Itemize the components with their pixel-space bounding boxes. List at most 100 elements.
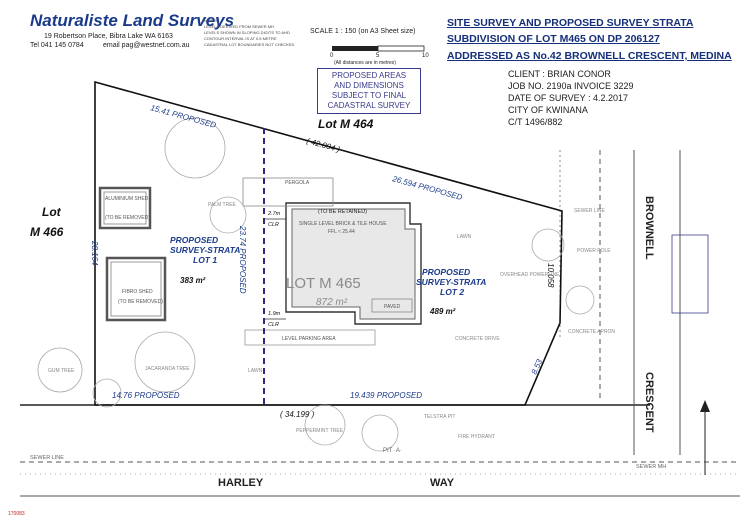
pergola	[242, 177, 334, 207]
paved-area	[371, 298, 413, 313]
dim-left: 28.164	[90, 240, 99, 266]
label-line: LOT 2	[440, 287, 464, 297]
scale-bar	[332, 45, 425, 52]
sewer-mh-label: SEWER MH	[636, 464, 666, 470]
note-line: CADASTRAL SURVEY	[327, 101, 411, 110]
fibro-shed	[105, 256, 167, 322]
road-crescent: CRESCENT	[643, 372, 655, 433]
label-line: PROPOSED	[170, 235, 218, 245]
shed-1-note: (TO BE REMOVED)	[105, 215, 150, 221]
north-arrow	[700, 400, 710, 475]
lot-m464-label: Lot M 464	[318, 117, 374, 131]
concrete-apron-label: CONCRETE APRON	[568, 329, 615, 335]
aluminium-shed	[98, 186, 152, 230]
clearance-top-label: CLR	[268, 222, 279, 228]
proposed-lot-1-label: PROPOSED SURVEY-STRATA LOT 1	[170, 235, 240, 265]
label-line: SURVEY-STRATA	[170, 245, 240, 255]
note-line: PROPOSED AREAS	[331, 71, 407, 80]
dim-top-b: 26.594 PROPOSED	[391, 174, 464, 202]
palm-tree-label: PALM TREE	[208, 202, 237, 208]
notes-heading: NOTES	[204, 18, 218, 23]
note-line: SUBJECT TO FINAL	[331, 91, 407, 100]
lot-m465-area: 872 m²	[316, 297, 348, 308]
power-pole-label: POWER POLE	[577, 248, 611, 254]
dim-bottom-b: 19.439 PROPOSED	[350, 391, 422, 400]
paved-label: PAVED	[384, 304, 401, 310]
dim-bottom-a: 14.76 PROPOSED	[112, 391, 180, 400]
note-line: AND DIMENSIONS	[334, 81, 404, 90]
lot-1-area: 383 m²	[180, 276, 206, 285]
notes-item: CADASTRAL LOT BOUNDARIES NOT CHECKED	[204, 42, 295, 47]
dim-middle: 23.74 PROPOSED	[238, 225, 247, 294]
scale-note: (All distances are in metres)	[334, 60, 396, 66]
clearance-bottom-label: CLR	[268, 322, 279, 328]
lot-m466-number: M 466	[30, 225, 64, 239]
clearance-bottom: 1.9m	[268, 311, 281, 317]
house-note: (TO BE RETAINED)	[318, 209, 367, 215]
sewer-line-label: SEWER LINE	[574, 208, 606, 214]
shed-1-name: ALUMINIUM SHED	[105, 196, 149, 202]
job-number: JOB NO. 2190a INVOICE 3229	[508, 81, 634, 91]
road-names: HARLEY WAY BROWNELL CRESCENT	[218, 196, 655, 489]
sewer-line-bottom-label: SEWER LINE	[30, 455, 64, 461]
proposed-areas-note: PROPOSED AREAS AND DIMENSIONS SUBJECT TO…	[317, 68, 421, 114]
jacaranda-tree-label: JACARANDA TREE	[145, 366, 190, 372]
title-line-3: ADDRESSED AS No.42 BROWNELL CRESCENT, ME…	[447, 50, 732, 62]
title-line-1: SITE SURVEY AND PROPOSED SURVEY STRATA	[447, 17, 694, 29]
house-floor-level: FFL ≈ 25.44	[328, 229, 355, 235]
clearance-top: 2.7m	[267, 211, 281, 217]
shed-2-name: FIBRO SHED	[122, 289, 153, 295]
firm-name: Naturaliste Land Surveys	[30, 11, 235, 30]
road-harley: HARLEY	[218, 477, 264, 489]
site-features: LAWN LAWN CONCRETE DRIVE CONCRETE APRON …	[48, 202, 615, 454]
city: CITY OF KWINANA	[508, 105, 588, 115]
parking-label: LEVEL PARKING AREA	[282, 336, 336, 342]
notes-block: NOTES LEVELS DERIVED FROM SEWER MH LEVEL…	[204, 18, 294, 48]
parking-area	[244, 329, 376, 346]
dim-bottom-total: ( 34.199 )	[280, 410, 315, 419]
label-line: SURVEY-STRATA	[416, 277, 486, 287]
approval-stamp	[671, 234, 709, 314]
lawn-label: LAWN	[248, 368, 263, 374]
notes-item: LEVELS SHOWN IN SLOPING DIGITS TO AHD	[204, 30, 290, 35]
lot-m466-label: Lot	[42, 205, 62, 219]
client-name: CLIENT : BRIAN CONOR	[508, 69, 611, 79]
notes-item: LEVELS DERIVED FROM SEWER MH	[204, 24, 275, 29]
scale-tick: 5	[376, 53, 380, 59]
house-description: SINGLE LEVEL BRICK & TILE HOUSE	[299, 221, 387, 227]
dim-top-total: ( 42.004 )	[305, 136, 341, 154]
overhead-powerline-label: OVERHEAD POWERLINE	[500, 272, 560, 278]
survey-date: DATE OF SURVEY : 4.2.2017	[508, 93, 629, 103]
dim-right: 10.058	[546, 263, 555, 288]
road-brownell: BROWNELL	[643, 196, 655, 260]
certificate-of-title: C/T 1496/882	[508, 117, 563, 127]
scale-label: SCALE 1 : 150 (on A3 Sheet size)	[310, 28, 416, 35]
dim-top-a: 15.41 PROPOSED	[149, 103, 217, 130]
peppermint-tree-label: PEPPERMINT TREE	[296, 428, 344, 434]
firm-address: 19 Robertson Place, Bibra Lake WA 6163	[44, 33, 173, 40]
lot-2-area: 489 m²	[429, 307, 456, 316]
road-way: WAY	[430, 477, 455, 489]
proposed-lot-2-label: PROPOSED SURVEY-STRATA LOT 2	[416, 267, 486, 297]
shed-2-note: (TO BE REMOVED)	[118, 299, 163, 305]
concrete-drive-label: CONCRETE DRIVE	[455, 336, 500, 342]
gum-tree-label: GUM TREE	[48, 368, 75, 374]
road-kerbs	[20, 150, 740, 497]
lot-boundary	[94, 80, 563, 406]
scale-tick: 10	[422, 53, 429, 59]
lawn-label: LAWN	[457, 234, 472, 240]
telstra-pit-label: TELSTRA PIT	[424, 414, 455, 420]
pergola-label: PERGOLA	[285, 180, 310, 186]
building-notes: ALUMINIUM SHED (TO BE REMOVED) FIBRO SHE…	[105, 180, 401, 342]
pit-a-label: PIT ·A·	[383, 448, 402, 454]
existing-house	[285, 202, 422, 325]
client-block: CLIENT : BRIAN CONOR JOB NO. 2190a INVOI…	[508, 68, 634, 128]
title-line-2: SUBDIVISION OF LOT M465 ON DP 206127	[447, 33, 660, 45]
label-line: LOT 1	[193, 255, 217, 265]
fire-hydrant-label: FIRE HYDRANT	[458, 434, 495, 440]
scale-tick: 0	[330, 53, 334, 59]
stamp-reference: 170083	[8, 511, 25, 517]
firm-tel: Tel 041 145 0784	[30, 42, 84, 49]
